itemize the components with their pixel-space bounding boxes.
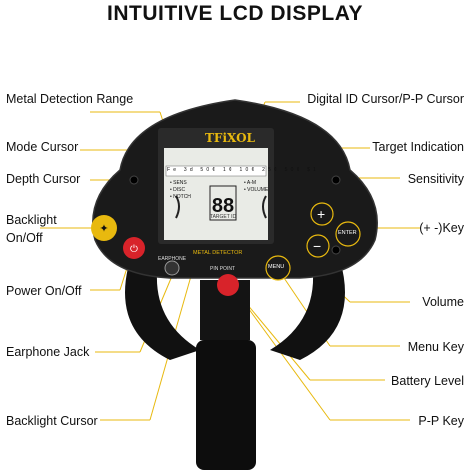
label-earphone-jack: Earphone Jack	[6, 345, 90, 359]
panel-label: METAL DETECTOR	[193, 250, 243, 256]
label-mode-cursor: Mode Cursor	[6, 140, 79, 154]
label-power: Power On/Off	[6, 284, 82, 298]
bulb-icon: ✦	[99, 222, 108, 235]
mode-list: • SENS • DISC • NOTCH	[170, 180, 191, 200]
id-scale-text: Fe 3d 50¢ 1¢ 10¢ 25¢ 50¢ $1	[167, 167, 320, 173]
lcd-digits: 88	[212, 195, 234, 217]
armrest-right	[270, 260, 345, 360]
label-digital-id-cursor: Digital ID Cursor/P-P Cursor	[307, 92, 464, 106]
plus-label: +	[317, 206, 326, 222]
plus-button[interactable]	[310, 202, 334, 226]
label-pp-key: P-P Key	[418, 414, 464, 428]
pinpoint-button[interactable]	[217, 274, 239, 296]
grip	[196, 340, 256, 470]
earphone-jack[interactable]	[164, 260, 180, 276]
enter-button[interactable]	[335, 221, 361, 247]
id-scale	[165, 165, 267, 177]
page-title: INTUITIVE LCD DISPLAY	[107, 2, 363, 25]
minus-button[interactable]	[306, 234, 330, 258]
label-backlight: Backlight	[6, 213, 57, 227]
pinpoint-label: PIN POINT	[210, 266, 236, 272]
label-battery-level: Battery Level	[391, 374, 464, 388]
label-metal-detection-range: Metal Detection Range	[6, 92, 134, 106]
label-target-indication: Target Indication	[372, 140, 464, 154]
backlight-button[interactable]	[91, 215, 117, 241]
minus-label: −	[313, 238, 322, 254]
right-mode-list: • A-M • VOLUME	[244, 180, 269, 193]
sens-arc	[262, 195, 267, 219]
menu-button[interactable]	[265, 255, 291, 281]
label-menu-key: Menu Key	[407, 340, 464, 354]
label-backlight-onoff: On/Off	[6, 231, 43, 245]
label-volume: Volume	[422, 295, 464, 309]
brand-logo: TFiXOL	[205, 131, 255, 145]
power-button[interactable]	[123, 237, 145, 259]
label-plus-minus-key: (+ -)Key	[419, 221, 464, 235]
label-depth-cursor: Depth Cursor	[6, 172, 81, 186]
earphone-label: EARPHONE	[158, 256, 187, 262]
lcd-target-id: TARGET ID	[210, 214, 237, 220]
label-sensitivity: Sensitivity	[407, 172, 464, 186]
lcd-screen	[164, 148, 268, 240]
power-icon: ⏻	[130, 244, 138, 255]
menu-label: MENU	[268, 264, 285, 270]
label-backlight-cursor: Backlight Cursor	[6, 414, 98, 428]
enter-label: ENTER	[338, 230, 357, 236]
depth-arc	[175, 195, 180, 219]
armrest-left	[125, 260, 200, 360]
